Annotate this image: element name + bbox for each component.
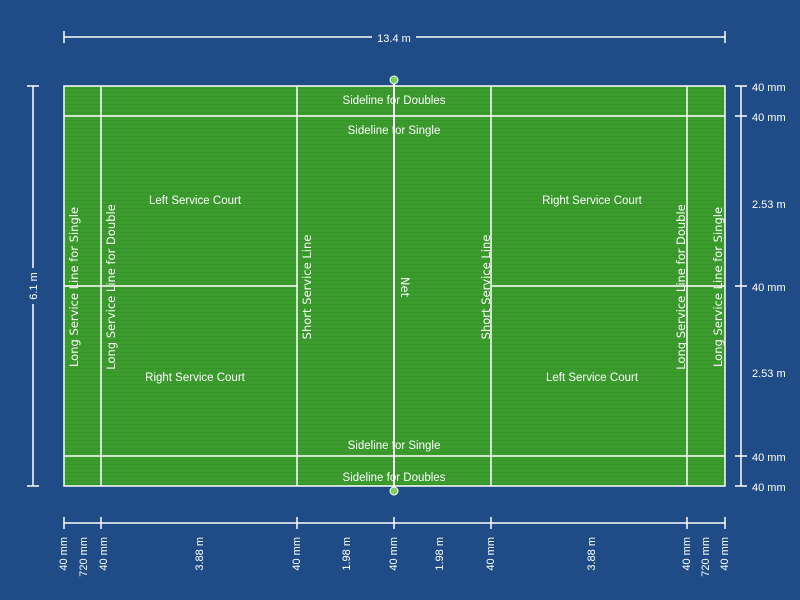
right-dim-4: 40 mm [752, 282, 786, 294]
net-post-top [389, 75, 399, 85]
bottom-dim-11: 40 mm [681, 537, 693, 571]
label-long-service-single-left: Long Service Line for Single [67, 207, 81, 367]
bottom-dim-10: 3.88 m [586, 537, 598, 571]
right-dim-6: 40 mm [752, 452, 786, 464]
right-dim-1: 40 mm [752, 82, 786, 94]
bottom-dim-9: 40 mm [485, 537, 497, 571]
label-sideline-single-top: Sideline for Single [348, 125, 441, 137]
right-dim-7: 40 mm [752, 482, 786, 494]
label-sideline-doubles-bottom: Sideline for Doubles [343, 472, 446, 484]
label-long-service-double-left: Long Service Line for Double [104, 204, 118, 369]
label-sideline-single-bottom: Sideline for Single [348, 440, 441, 452]
right-dim-2: 40 mm [752, 112, 786, 124]
bottom-dim-7: 40 mm [388, 537, 400, 571]
right-dim-3: 2.53 m [752, 199, 786, 211]
label-sideline-doubles-top: Sideline for Doubles [343, 95, 446, 107]
bottom-dim-13: 40 mm [719, 537, 731, 571]
bottom-dim-8: 1.98 m [434, 537, 446, 571]
label-left-service-court-left: Left Service Court [149, 195, 242, 207]
label-short-service-right: Short Service Line [479, 235, 493, 340]
right-dimension-ticks [735, 85, 747, 487]
bottom-dim-12: 720 mm [700, 537, 712, 577]
width-dimension-label: 6.1 m [28, 272, 40, 300]
label-left-service-court-right: Left Service Court [546, 372, 639, 384]
bottom-dimension-ticks [63, 517, 726, 529]
bottom-dim-2: 720 mm [78, 537, 90, 577]
bottom-dim-5: 40 mm [291, 537, 303, 571]
bottom-dim-6: 1.98 m [341, 537, 353, 571]
length-dimension-label: 13.4 m [377, 33, 411, 45]
label-net: Net [398, 277, 412, 298]
bottom-dim-4: 3.88 m [194, 537, 206, 571]
label-long-service-double-right: Long Service Line for Double [674, 204, 688, 369]
label-long-service-single-right: Long Service Line for Single [711, 207, 725, 367]
label-short-service-left: Short Service Line [300, 235, 314, 340]
right-dim-5: 2.53 m [752, 368, 786, 380]
net-post-bottom [389, 486, 399, 496]
label-right-service-court-left: Right Service Court [145, 372, 246, 384]
bottom-dim-1: 40 mm [58, 537, 70, 571]
bottom-dim-3: 40 mm [98, 537, 110, 571]
label-right-service-court-right: Right Service Court [542, 195, 643, 207]
